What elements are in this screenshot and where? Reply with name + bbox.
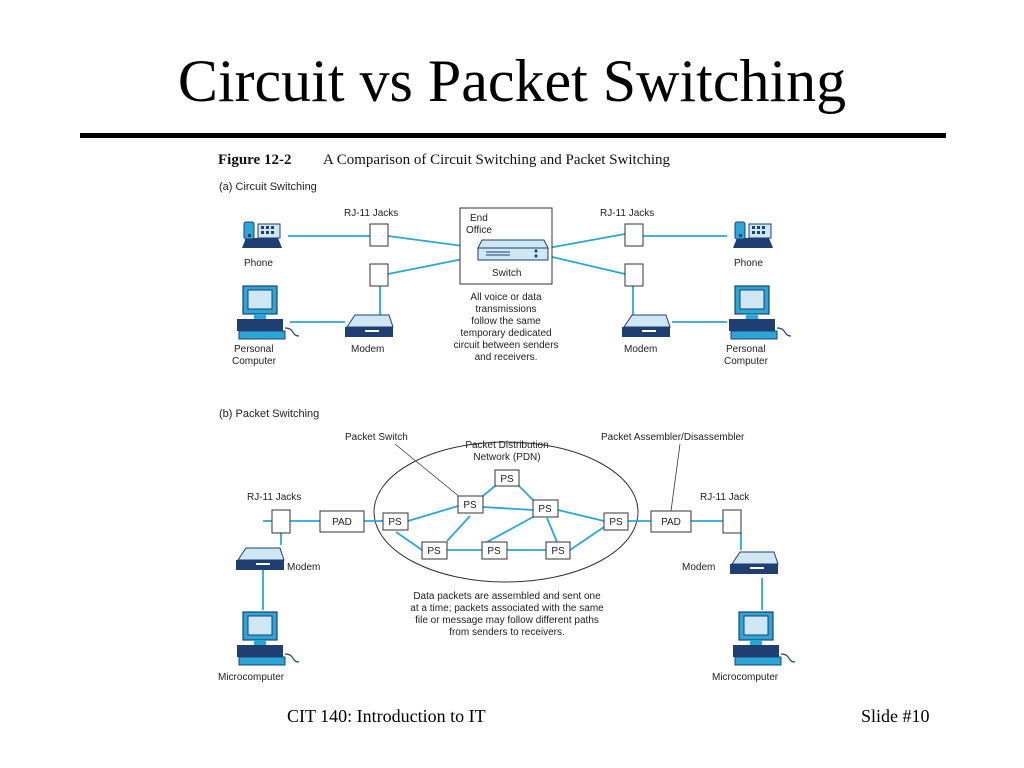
pc-right-label-line2: Computer (724, 356, 769, 367)
packet-right-jack-label: RJ-11 Jack (700, 492, 750, 503)
ps-label: PS (538, 504, 552, 515)
packet-connections (262, 485, 763, 610)
pad-right-label: PAD (661, 517, 681, 528)
circuit-note-line: transmissions (475, 304, 536, 315)
ps-box (494, 469, 520, 487)
ps-box (545, 541, 571, 560)
microcomputer-left-label: Microcomputer (218, 672, 285, 683)
pc-left-icon (236, 285, 300, 340)
figure-caption: A Comparison of Circuit Switching and Pa… (323, 152, 671, 168)
circuit-jack-right-bottom (624, 263, 644, 287)
ps-label: PS (500, 474, 514, 485)
modem-left-icon (344, 314, 394, 338)
pad-box-right (650, 510, 692, 533)
packet-modem-right-icon (729, 551, 779, 575)
circuit-jack-right-top (624, 223, 644, 247)
pc-left-label-line1: Personal (234, 344, 273, 355)
circuit-note-line: follow the same (471, 316, 541, 327)
modem-right-icon (621, 314, 671, 338)
circuit-note: All voice or data transmissions follow t… (453, 292, 558, 363)
circuit-note-line: circuit between senders (453, 340, 558, 351)
ps-box (382, 512, 409, 531)
packet-note-line: from senders to receivers. (449, 627, 565, 638)
pad-left-label: PAD (332, 517, 352, 528)
packet-modem-right-label: Modem (682, 562, 715, 573)
circuit-note-line: temporary dedicated (460, 328, 551, 339)
pad-full-label: Packet Assembler/Disassembler (601, 432, 745, 443)
ps-box (421, 541, 448, 560)
packet-jack-right (722, 509, 742, 534)
switch-label: Switch (492, 268, 521, 279)
microcomputer-right-label: Microcomputer (712, 672, 779, 683)
packet-heading: (b) Packet Switching (219, 408, 319, 420)
ps-label: PS (609, 517, 623, 528)
packet-jack-left (271, 509, 291, 534)
phone-left-icon (241, 221, 283, 249)
packet-note: Data packets are assembled and sent one … (410, 591, 604, 638)
packet-left-jacks-label: RJ-11 Jacks (247, 492, 301, 503)
footer-course: CIT 140: Introduction to IT (287, 706, 486, 726)
packet-switch-label: Packet Switch (345, 432, 408, 443)
phone-right-icon (732, 221, 774, 249)
ps-label: PS (487, 546, 501, 557)
circuit-note-line: All voice or data (470, 292, 542, 303)
pdn-ellipse (373, 441, 639, 583)
circuit-jack-left-top (369, 223, 389, 247)
ps-box (532, 499, 559, 518)
end-office-label-line1: End (470, 213, 488, 224)
circuit-note-line: and receivers. (475, 352, 538, 363)
slide-title: Circuit vs Packet Switching (177, 48, 847, 114)
ps-box (457, 495, 484, 514)
circuit-jack-left-bottom (369, 263, 389, 287)
ps-box (603, 512, 629, 531)
pc-right-label-line1: Personal (726, 344, 765, 355)
packet-modem-left-icon (235, 547, 285, 571)
figure-number: Figure 12-2 (218, 152, 291, 168)
ps-label: PS (551, 546, 565, 557)
circuit-right-jacks-label: RJ-11 Jacks (600, 208, 654, 219)
packet-note-line: file or message may follow different pat… (415, 615, 599, 626)
packet-note-line: Data packets are assembled and sent one (413, 591, 601, 602)
pdn-label-line2: Network (PDN) (473, 452, 540, 463)
pad-box-left (319, 510, 365, 533)
phone-right-label: Phone (734, 258, 763, 269)
microcomputer-right-icon (732, 611, 796, 666)
packet-modem-left-label: Modem (287, 562, 320, 573)
circuit-heading: (a) Circuit Switching (219, 181, 317, 193)
ps-label: PS (388, 517, 402, 528)
pc-right-icon (728, 285, 792, 340)
switch-icon (477, 239, 549, 261)
packet-note-line: at a time; packets associated with the s… (410, 603, 604, 614)
ps-box (481, 541, 508, 560)
packet-switch-pointer (394, 443, 462, 499)
end-office-label-line2: Office (466, 225, 492, 236)
pdn-label-line1: Packet Distribution (465, 440, 548, 451)
footer-slide-number: Slide #10 (861, 706, 930, 726)
modem-right-label: Modem (624, 344, 657, 355)
pc-left-label-line2: Computer (232, 356, 277, 367)
ps-label: PS (463, 500, 477, 511)
phone-left-label: Phone (244, 258, 273, 269)
ps-label: PS (427, 546, 441, 557)
modem-left-label: Modem (351, 344, 384, 355)
title-rule (80, 133, 946, 138)
circuit-left-jacks-label: RJ-11 Jacks (344, 208, 398, 219)
pdn-switches: PS PS PS PS PS PS PS PS (382, 469, 629, 560)
pad-pointer (670, 443, 681, 512)
microcomputer-left-icon (236, 611, 300, 666)
